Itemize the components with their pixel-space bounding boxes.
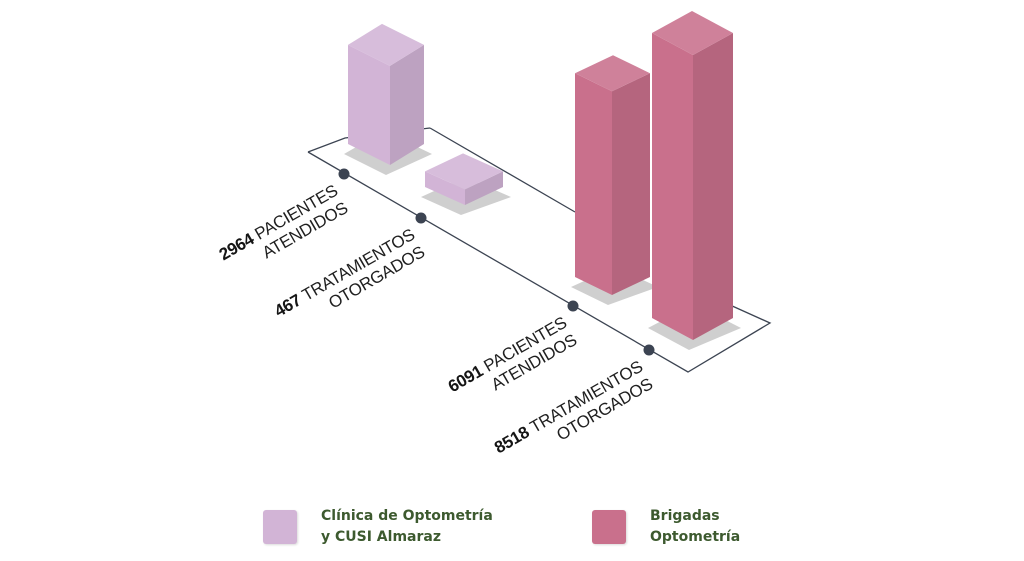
tick-dot-3 <box>567 300 579 312</box>
tick-label-3: 6091 PACIENTESATENDIDOS <box>445 313 580 414</box>
legend-item-brigadas: Brigadas Optometría <box>592 506 740 548</box>
bar-clinica-pacientes <box>344 23 432 175</box>
bar-brigadas-pacientes <box>571 55 658 305</box>
bar-clinica-tratamientos <box>421 153 511 215</box>
legend-label-clinica-line1: Clínica de Optometría <box>321 508 493 524</box>
chart-bars <box>344 11 741 350</box>
tick-dot-4 <box>643 344 655 356</box>
tick-dot-1 <box>338 168 350 180</box>
legend-swatch-clinica <box>263 510 297 544</box>
tick-label-1: 2964 PACIENTESATENDIDOS <box>216 181 351 282</box>
legend-label-clinica-line2: y CUSI Almaraz <box>321 529 441 545</box>
legend-item-clinica: Clínica de Optometría y CUSI Almaraz <box>263 506 493 548</box>
tick-dot-2 <box>415 212 427 224</box>
legend-label-clinica: Clínica de Optometría y CUSI Almaraz <box>321 506 493 548</box>
legend-label-brigadas-line1: Brigadas <box>650 508 720 524</box>
legend-swatch-brigadas <box>592 510 626 544</box>
bar-brigadas-tratamientos <box>648 11 741 350</box>
legend-label-brigadas-line2: Optometría <box>650 529 741 545</box>
legend-label-brigadas: Brigadas Optometría <box>650 506 740 548</box>
